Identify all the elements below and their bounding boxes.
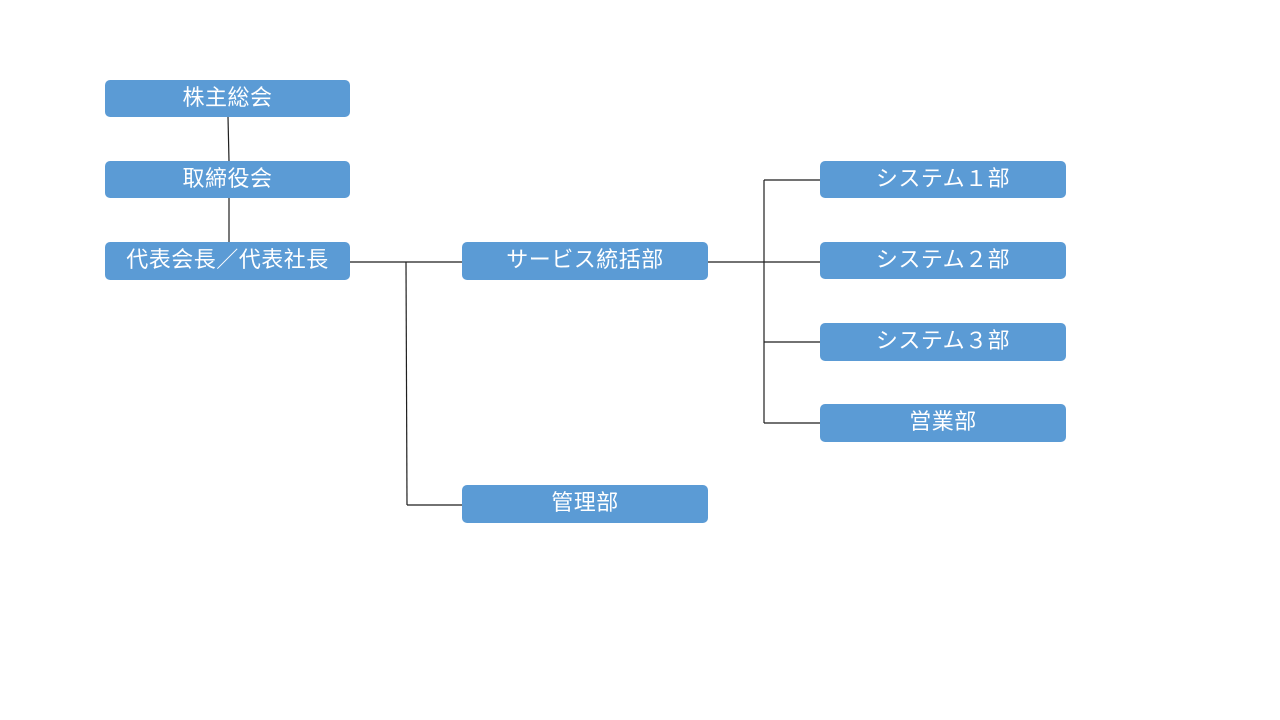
node-label: 取締役会 <box>182 166 273 192</box>
node-system-dept-2[interactable]: システム２部 <box>820 242 1066 279</box>
node-label: 代表会長／代表社長 <box>126 248 329 273</box>
node-label: システム２部 <box>875 247 1011 273</box>
node-label: サービス統括部 <box>506 248 664 273</box>
node-system-dept-3[interactable]: システム３部 <box>820 323 1066 361</box>
node-label: 営業部 <box>909 410 977 435</box>
node-sales-dept[interactable]: 営業部 <box>820 404 1066 442</box>
node-chairman-president[interactable]: 代表会長／代表社長 <box>105 242 350 280</box>
connector-ceo-admin-vertical <box>405 261 408 506</box>
node-service-headquarters[interactable]: サービス統括部 <box>462 242 708 280</box>
node-board-of-directors[interactable]: 取締役会 <box>105 161 350 198</box>
node-shareholders-meeting[interactable]: 株主総会 <box>105 80 350 117</box>
node-system-dept-1[interactable]: システム１部 <box>820 161 1066 198</box>
node-label: 株主総会 <box>182 85 273 111</box>
node-label: システム３部 <box>875 329 1011 354</box>
node-label: 管理部 <box>551 491 619 516</box>
node-administration-dept[interactable]: 管理部 <box>462 485 708 523</box>
connector-shareholders-board <box>227 116 230 162</box>
node-label: システム１部 <box>875 166 1011 192</box>
